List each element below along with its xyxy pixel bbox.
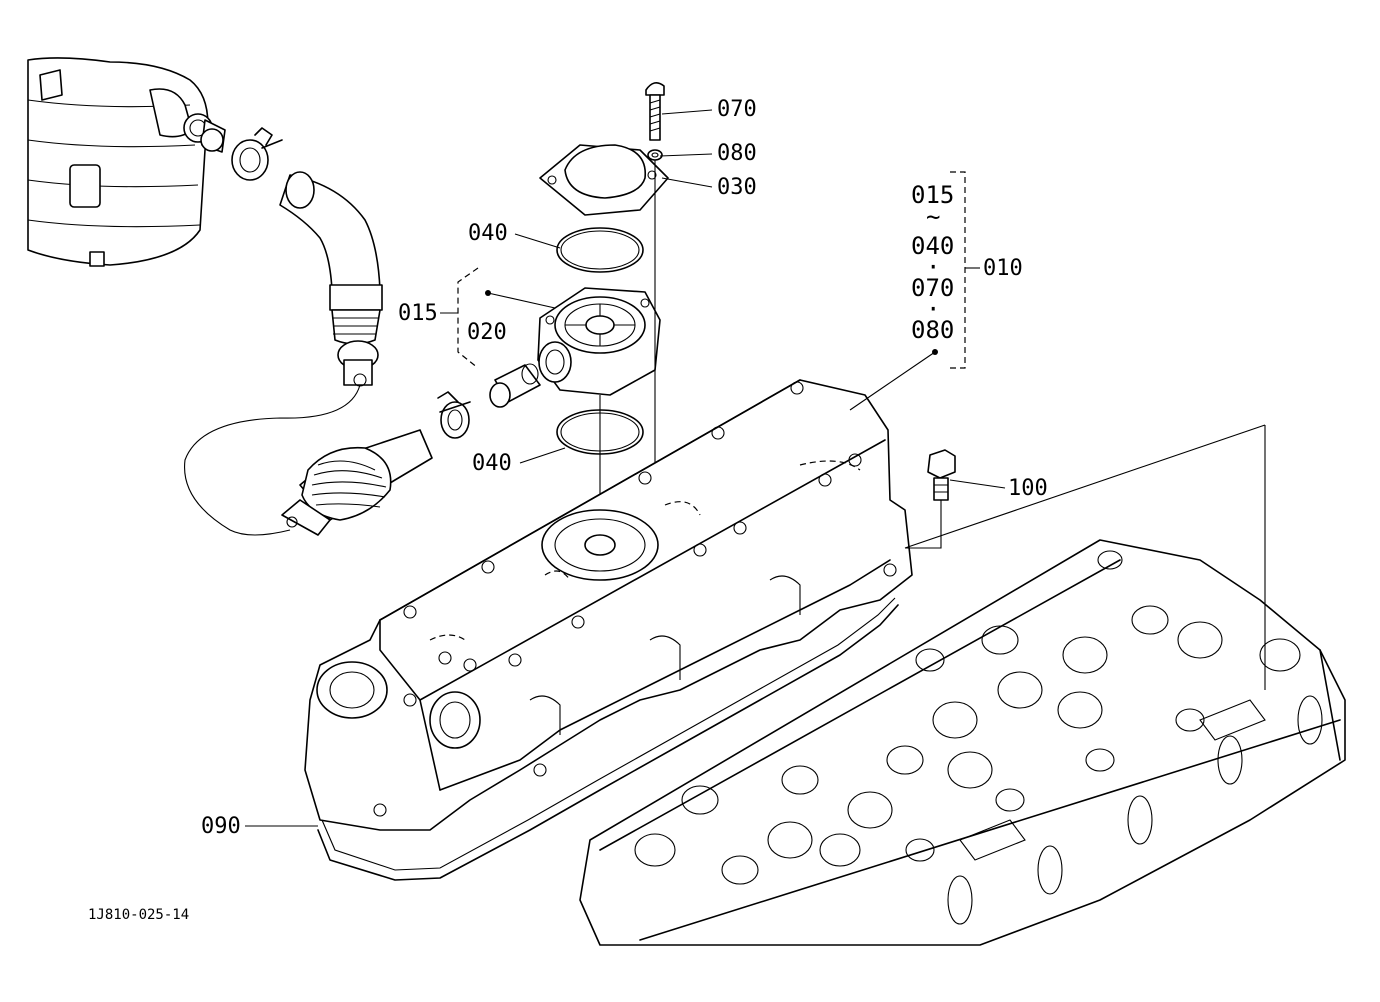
bolt-070 [645,82,665,141]
breather-hose-lower [281,429,433,536]
leader-lines [245,109,1266,827]
bolt-100 [905,449,956,549]
callout-030: 030 [717,175,757,200]
hose-clamp-lower [437,391,471,439]
valve-cover [304,379,913,881]
cover-030 [539,144,669,216]
callout-100: 100 [1008,476,1048,501]
callout-080: 080 [717,141,757,166]
pipe-020 [489,363,541,408]
callout-040-top: 040 [468,221,508,246]
callout-090: 090 [201,814,241,839]
kit-item-070: 070 [911,274,955,302]
kit-separator-1: · [926,253,941,281]
separator-015 [537,287,661,396]
callout-040-bottom: 040 [472,451,512,476]
kit-item-080: 080 [911,316,955,344]
callout-015: 015 [398,301,438,326]
kit-range-start: 015 [911,181,955,209]
kit-separator-2: · [926,295,941,323]
intake-body [27,57,226,267]
o-ring-040-top [556,227,644,273]
hose-routing-line [184,384,361,536]
hose-clamp-upper [231,127,283,181]
kit-range-tilde: ~ [926,203,941,231]
callout-070: 070 [717,97,757,122]
callout-010: 010 [983,256,1023,281]
kit-range-end: 040 [911,232,955,260]
breather-hose-upper [279,171,383,387]
drawing-number: 1J810-025-14 [88,907,190,923]
assembly-axis [599,160,656,510]
cylinder-head [579,539,1346,946]
callout-020: 020 [467,320,507,345]
washer-080 [647,149,663,161]
